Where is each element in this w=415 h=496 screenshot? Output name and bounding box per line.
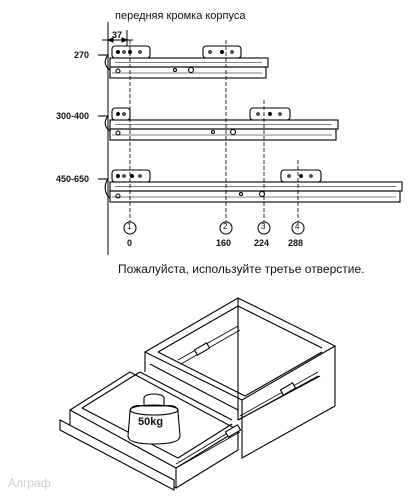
hole-number-4: 4: [295, 222, 300, 231]
front-edge-caption: передняя кромка корпуса: [115, 10, 246, 22]
hole-position-1: 0: [127, 238, 133, 248]
row-label-270: 270: [74, 50, 90, 60]
hole-number-markers: [123, 221, 305, 235]
front-edge-dimension: [102, 22, 133, 255]
drawer-isometric-drawing: [59, 297, 337, 491]
hole-position-4: 288: [288, 238, 304, 248]
hole-number-3: 3: [261, 222, 266, 231]
slide-row-300-400: [98, 107, 339, 141]
hole-position-2: 160: [216, 238, 232, 248]
row-label-300-400: 300-400: [56, 111, 90, 121]
row-label-450-650: 450-650: [56, 174, 90, 184]
slide-row-450-650: [98, 169, 403, 203]
hole-reference-lines: [129, 40, 299, 222]
offset-dimension-label: 37: [112, 30, 123, 40]
slide-row-270: [98, 45, 269, 79]
hole-position-3: 224: [254, 238, 270, 248]
watermark: Алграф: [8, 476, 51, 490]
hole-number-2: 2: [223, 222, 228, 231]
load-weight-label: 50kg: [138, 416, 164, 428]
hole-number-1: 1: [127, 222, 132, 231]
instruction-text: Пожалуйста, используйте третье отверстие…: [118, 262, 365, 276]
